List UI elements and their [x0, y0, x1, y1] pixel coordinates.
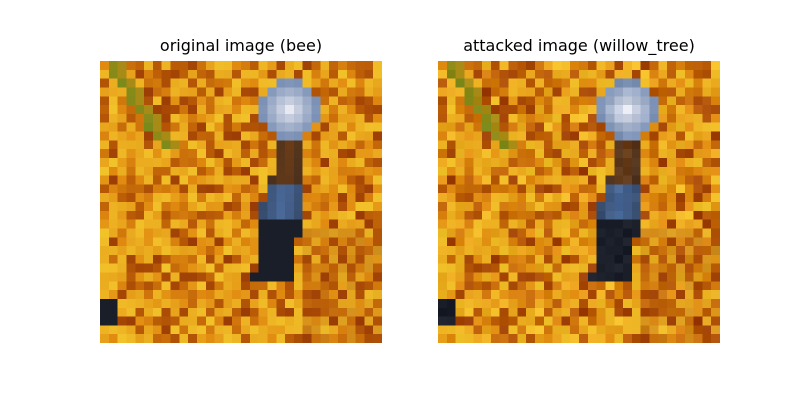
original-image-panel: original image (bee) [100, 0, 382, 400]
original-image [100, 61, 382, 343]
attacked-image-pixels [438, 61, 720, 343]
attacked-image-title: attacked image (willow_tree) [463, 36, 695, 55]
attacked-image-panel: attacked image (willow_tree) [438, 0, 720, 400]
attacked-image [438, 61, 720, 343]
original-image-title: original image (bee) [159, 36, 323, 55]
original-image-pixels [100, 61, 382, 343]
